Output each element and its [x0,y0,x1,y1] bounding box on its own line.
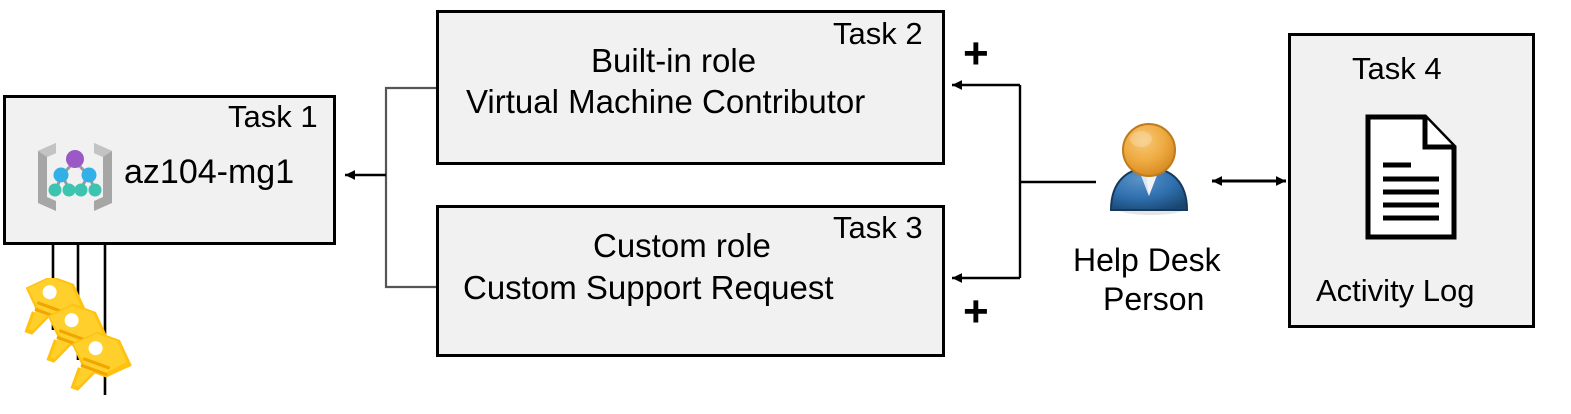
task2-role-name-label: Virtual Machine Contributor [466,83,866,120]
task2-role-type-label: Built-in role [591,42,757,79]
task2-box[interactable] [436,10,945,165]
keys-icon [9,267,144,409]
task1-name-label: az104-mg1 [124,153,295,191]
help-desk-person-icon [1101,120,1197,220]
connector-person-to-roles [952,80,1096,283]
plus-operator-top: + [963,29,989,78]
task2-task-label: Task 2 [833,16,923,51]
task3-task-label: Task 3 [833,210,923,245]
management-group-icon [32,137,118,217]
task4-task-label: Task 4 [1352,51,1442,86]
help-desk-person-label-line1: Help Desk [1073,242,1221,278]
document-icon [1363,113,1459,241]
connector-tasks-to-task1 [345,86,436,289]
help-desk-person-label-line2: Person [1103,281,1205,317]
task3-role-type-label: Custom role [593,227,771,264]
task3-box[interactable] [436,205,945,357]
plus-operator-bottom: + [963,287,989,336]
task1-task-label: Task 1 [228,99,318,134]
task3-role-name-label: Custom Support Request [463,269,834,306]
task4-name-label: Activity Log [1316,273,1475,308]
